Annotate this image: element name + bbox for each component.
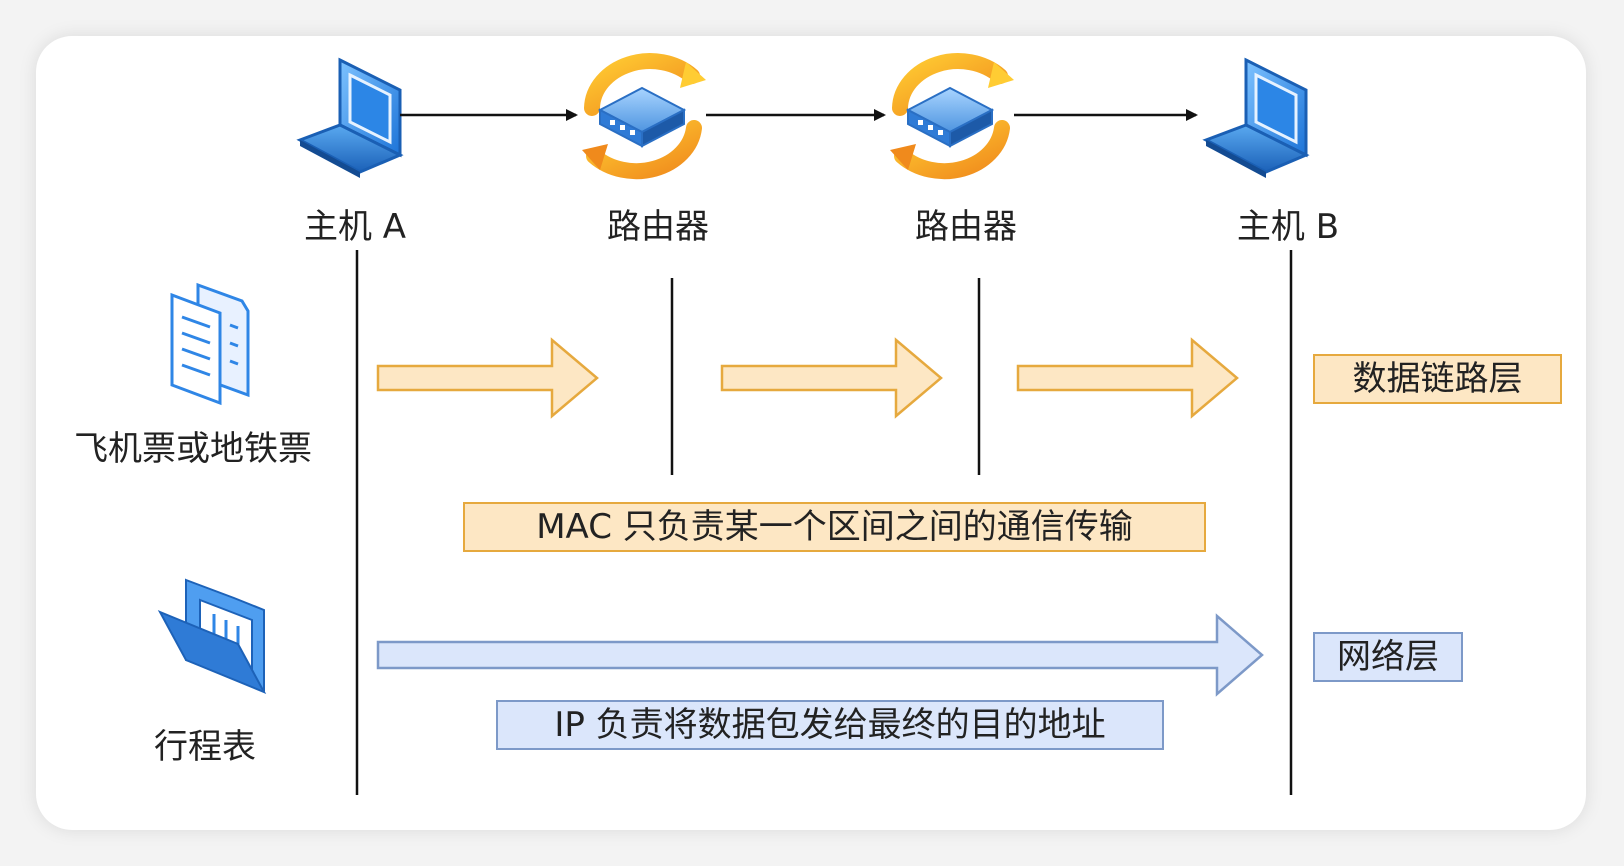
datalink-hop-arrow-2 — [720, 337, 943, 419]
diagram-panel — [36, 36, 1586, 830]
folder-icon — [157, 578, 267, 694]
router-2-label: 路由器 — [915, 207, 1017, 247]
datalink-hop-arrow-3 — [1016, 337, 1239, 419]
datalink-hop-arrow-1 — [376, 337, 599, 419]
network-end-to-end-arrow — [376, 613, 1264, 697]
router-1-label: 路由器 — [607, 207, 709, 247]
router-2-icon — [890, 53, 1014, 180]
ticket-label: 飞机票或地铁票 — [74, 429, 312, 469]
host-a-label: 主机 A — [303, 207, 407, 247]
itinerary-label: 行程表 — [154, 727, 256, 767]
host-a-laptop-icon — [296, 57, 404, 178]
router-1-icon — [582, 53, 706, 180]
host-b-label: 主机 B — [1236, 207, 1340, 247]
datalink-layer-box: 数据链路层 — [1313, 354, 1562, 404]
host-b-laptop-icon — [1202, 57, 1310, 178]
document-icon — [170, 282, 250, 406]
network-layer-box: 网络层 — [1313, 632, 1463, 682]
ip-note-box: IP 负责将数据包发给最终的目的地址 — [496, 700, 1164, 750]
mac-note-box: MAC 只负责某一个区间之间的通信传输 — [463, 502, 1206, 552]
